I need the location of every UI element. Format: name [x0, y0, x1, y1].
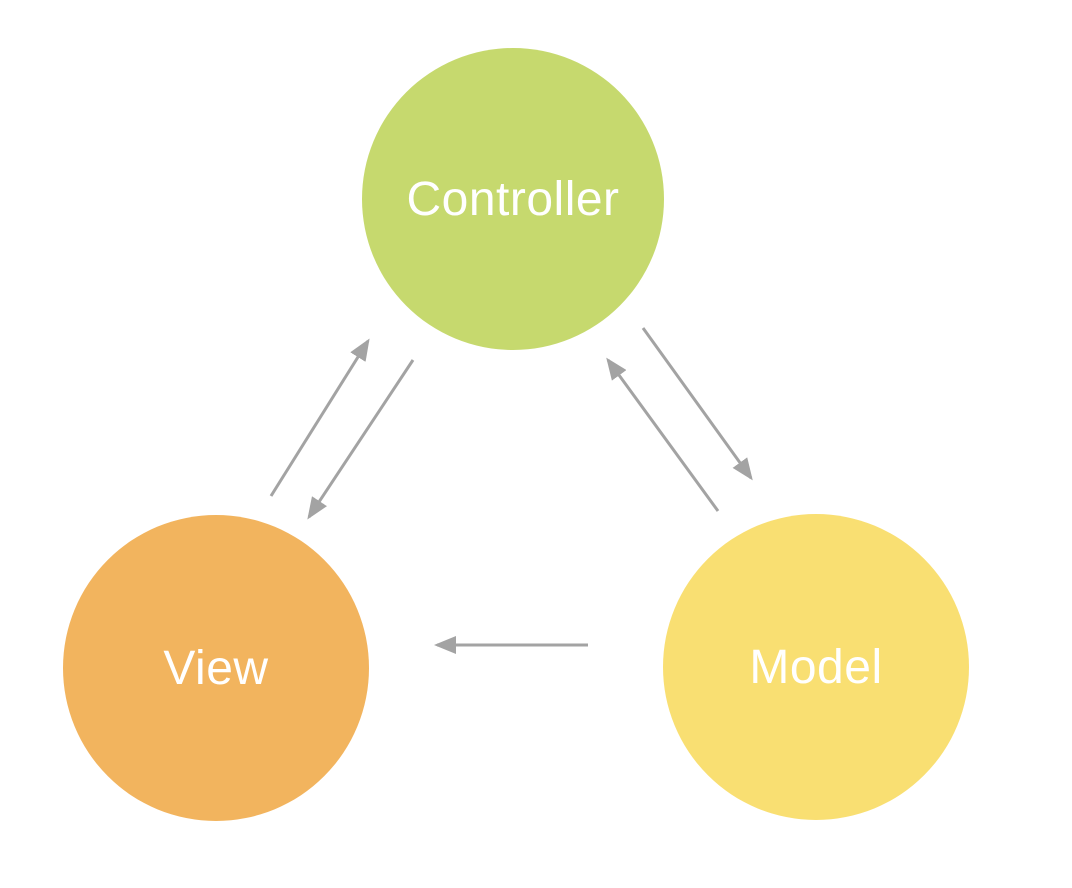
node-view-label: View — [163, 641, 269, 695]
node-model: Model — [663, 514, 969, 820]
arrow-controller-to-view — [307, 359, 415, 520]
node-controller-label: Controller — [406, 172, 620, 226]
arrow-controller-to-model — [641, 327, 753, 481]
node-model-label: Model — [749, 640, 883, 694]
node-view: View — [63, 515, 369, 821]
arrow-model-to-controller — [606, 357, 720, 512]
node-controller: Controller — [362, 48, 664, 350]
arrow-view-to-controller — [269, 338, 370, 497]
